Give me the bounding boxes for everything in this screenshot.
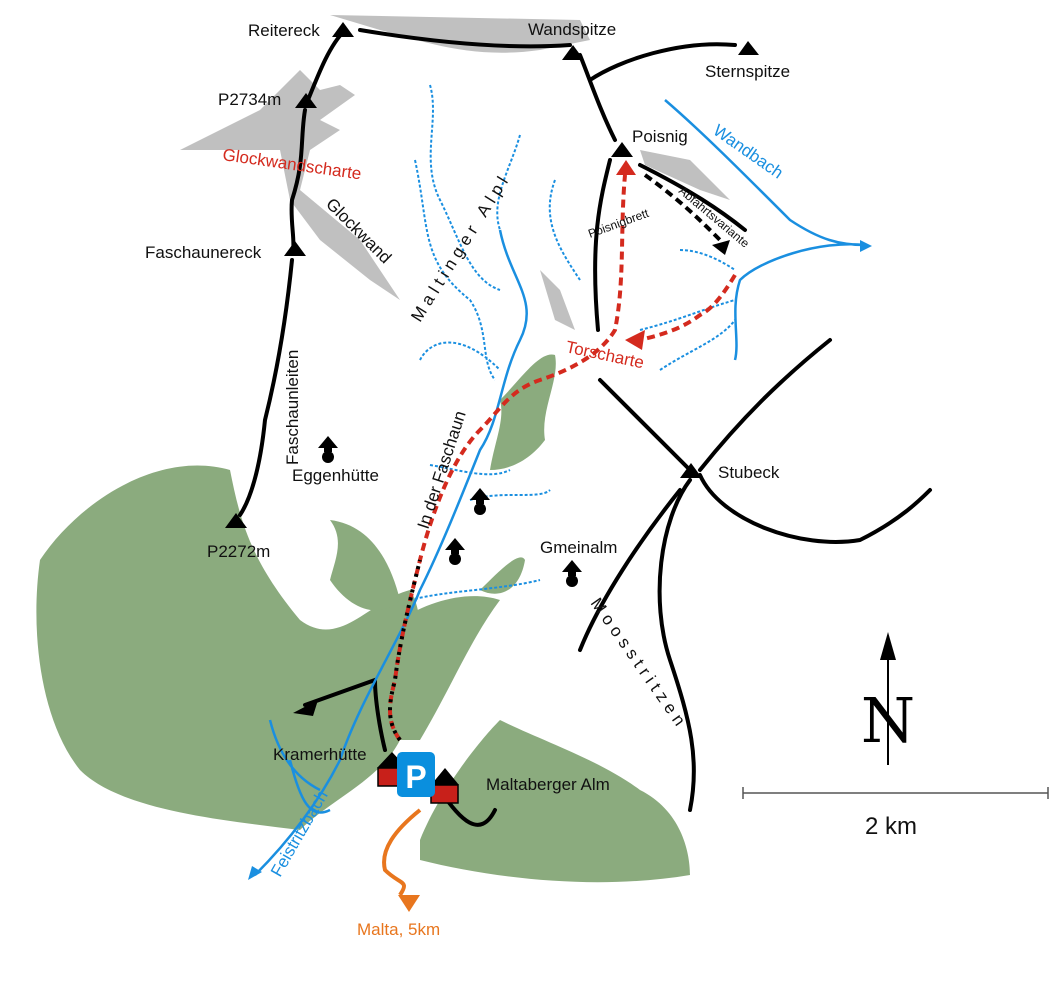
tributary [409, 84, 736, 601]
access-arrow-icon [398, 895, 420, 912]
hut-icon [562, 560, 582, 587]
north-symbol: N [861, 684, 915, 757]
label-wandspitze: Wandspitze [528, 20, 616, 39]
label-sternspitze: Sternspitze [705, 62, 790, 81]
rock-glockwand [180, 70, 400, 300]
hut-icon [470, 488, 490, 515]
access-road [382, 808, 422, 897]
stream-arrow-icon [248, 866, 262, 880]
peak-icon [680, 463, 702, 478]
trail-arrow-icon [293, 700, 318, 716]
rock-poisnig [640, 150, 730, 200]
route-abfahrtsvariante [643, 173, 722, 242]
forest-patch [330, 520, 400, 611]
parking-icon: P [397, 752, 435, 797]
peak-icon [738, 41, 759, 55]
label-p2272m: P2272m [207, 542, 270, 561]
forest-east [420, 720, 690, 883]
rock-ridge-top [330, 15, 590, 53]
north-arrow: N [861, 632, 915, 765]
peak-icon [611, 142, 633, 157]
parking-symbol: P [405, 759, 426, 795]
route-ascent-black [388, 559, 422, 742]
label-p2734m: P2734m [218, 90, 281, 109]
label-kramerhuette: Kramerhütte [273, 745, 367, 764]
hut-icon [318, 436, 338, 463]
label-faschaunleiten: Faschaunleiten [283, 350, 302, 465]
tributaries [409, 84, 736, 601]
forest-areas [36, 354, 690, 883]
label-reitereck: Reitereck [248, 21, 320, 40]
label-malta: Malta, 5km [357, 920, 440, 939]
peak-icon [562, 45, 584, 60]
route-arrow-icon [712, 240, 730, 255]
hut-icons [318, 436, 582, 587]
ski-route [382, 173, 737, 897]
peak-icons [225, 22, 759, 528]
scale-label: 2 km [865, 813, 917, 840]
route-arrow-icon [616, 160, 636, 175]
label-poisnigbrett: Poisnigbrett [586, 206, 651, 241]
scale-bar [742, 787, 1049, 799]
rock-areas [180, 15, 730, 330]
label-stubeck: Stubeck [718, 463, 780, 482]
peak-icon [225, 513, 247, 528]
route-dashed [388, 174, 737, 742]
forest-center [400, 596, 500, 740]
label-faschaunereck: Faschaunereck [145, 243, 262, 262]
stream-main [254, 229, 528, 876]
label-eggenhuette: Eggenhütte [292, 466, 379, 485]
stream-kramer [268, 719, 331, 814]
forest-west [36, 465, 421, 830]
stream-arrow-icon [860, 240, 872, 252]
label-moosstritzen: Moosstritzen [587, 594, 692, 733]
ridge-main [238, 28, 932, 812]
forest-strip [490, 354, 556, 470]
streams [254, 99, 866, 876]
stream-wandbach [664, 99, 866, 361]
label-maltaberger-alm: Maltaberger Alm [486, 775, 610, 794]
route-arrow-icon [625, 330, 645, 350]
label-in-der-faschaun: In der Faschaun [414, 409, 470, 532]
hut-icon [445, 538, 465, 565]
forest-gmein [480, 557, 525, 594]
peak-icon [284, 241, 306, 256]
label-poisnig: Poisnig [632, 127, 688, 146]
label-gmeinalm: Gmeinalm [540, 538, 617, 557]
rock-torscharte [540, 270, 575, 330]
peak-icon [295, 93, 317, 108]
peak-icon [332, 22, 354, 37]
label-maltinger-alpl: Maltinger Alpl [407, 169, 514, 325]
